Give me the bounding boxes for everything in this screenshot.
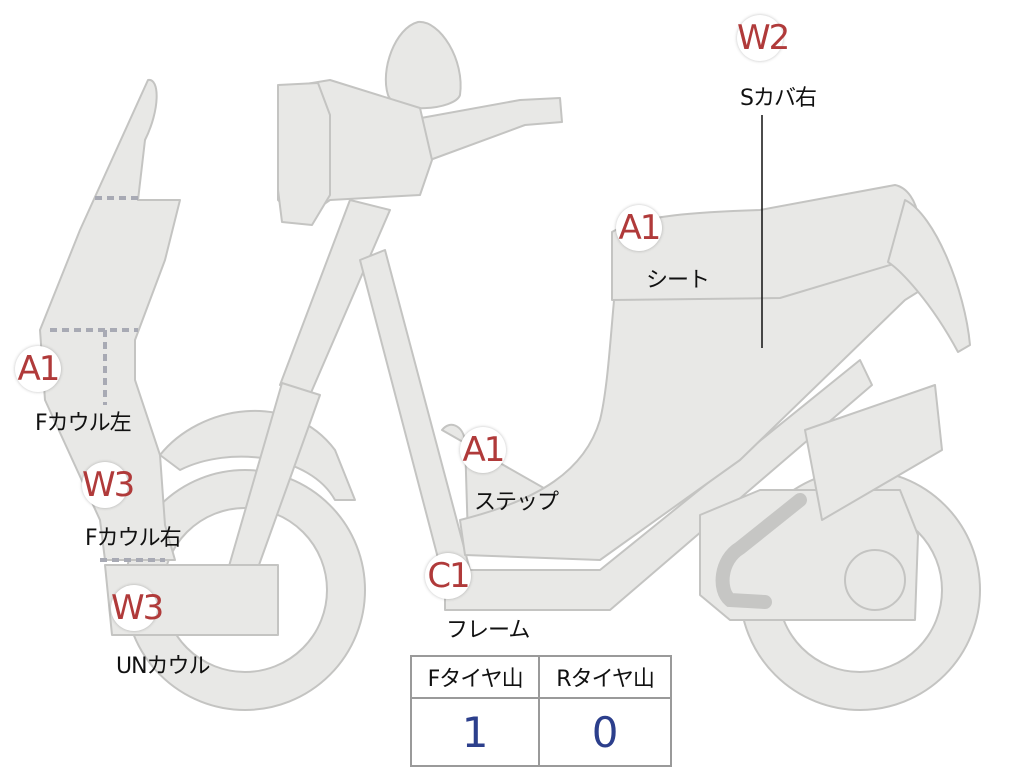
damage-code-badge-w2: W2 (737, 15, 790, 61)
damage-code-badge-step: A1 (460, 427, 506, 473)
damage-label-front-cowl-left: Fカウル左 (35, 411, 132, 436)
damage-label-side-cover-right: Sカバ右 (740, 86, 817, 111)
front-tire-tread-header: Fタイヤ山 (409, 655, 541, 699)
front-cowl (39, 79, 181, 561)
damage-code-badge-seat: A1 (616, 205, 662, 251)
frame-lower (444, 359, 873, 611)
rear-tire-tread-header: Rタイヤ山 (538, 655, 672, 699)
headlight-front (277, 82, 331, 226)
damage-label-step: ステップ (474, 490, 559, 515)
front-tire-tread-value: 1 (409, 697, 541, 767)
damage-label-under-cowl: UNカウル (116, 654, 211, 679)
damage-code-badge-frame: C1 (425, 553, 471, 599)
side-cover (459, 199, 946, 561)
rear-tire-tread-value: 0 (538, 697, 672, 767)
tire-tread-table: Fタイヤ山 Rタイヤ山 1 0 (409, 655, 672, 767)
damage-label-seat: シート (646, 268, 710, 293)
rear-cowl (887, 199, 971, 353)
rear-hub (844, 549, 906, 611)
mirror (384, 20, 462, 110)
damage-code-badge-under-cowl: W3 (111, 585, 164, 631)
frame-down-tube (359, 249, 471, 586)
damage-label-front-cowl-right: Fカウル右 (85, 526, 182, 551)
damage-code-badge-fcowl-right: W3 (82, 462, 135, 508)
damage-label-frame: フレーム (446, 618, 530, 643)
rear-shock (804, 384, 943, 521)
damage-code-badge-fcowl-left: A1 (15, 346, 61, 392)
exhaust (715, 493, 807, 609)
